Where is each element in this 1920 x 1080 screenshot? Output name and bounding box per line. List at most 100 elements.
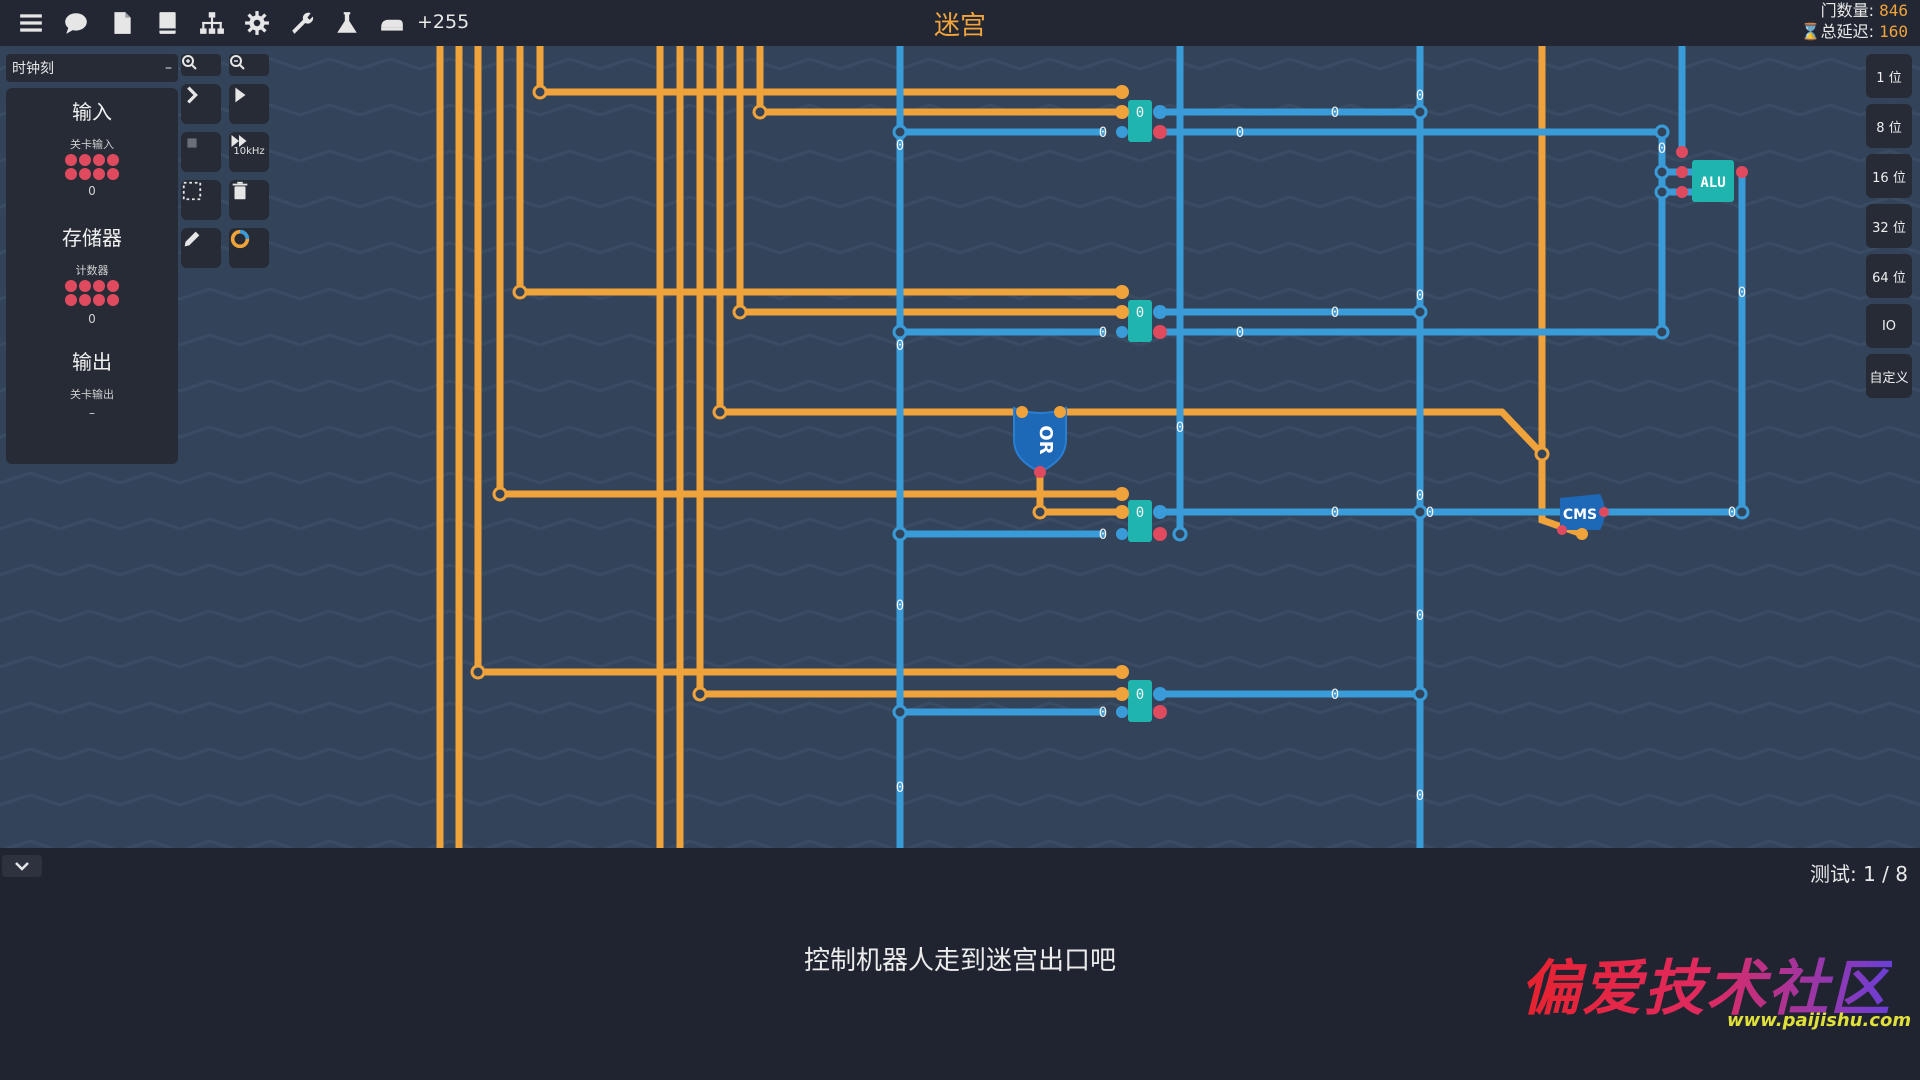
orange-wires[interactable]	[436, 46, 1586, 848]
color-wheel-icon	[230, 229, 250, 249]
clock-select[interactable]: 时钟刻 –	[6, 54, 178, 82]
zoom-out-button[interactable]	[229, 54, 269, 76]
bit-64-button[interactable]: 64 位	[1866, 254, 1912, 298]
bit-1-button[interactable]: 1 位	[1866, 54, 1912, 98]
svg-text:0: 0	[1136, 505, 1144, 521]
zoom-in-button[interactable]	[181, 54, 221, 76]
svg-text:0: 0	[896, 138, 904, 154]
svg-text:0: 0	[1728, 505, 1736, 521]
compare-label: CMS	[1563, 507, 1597, 523]
selection-icon	[182, 181, 202, 201]
collapse-icon[interactable]: –	[165, 60, 172, 76]
level-output-label: 关卡输出	[70, 388, 114, 401]
gate-count-label: 门数量:	[1820, 1, 1874, 20]
register-4	[1115, 665, 1167, 722]
step-button[interactable]	[181, 84, 221, 124]
play-button[interactable]	[229, 84, 269, 124]
watermark-url: www.paijishu.com	[1727, 1010, 1912, 1031]
register-1	[1115, 85, 1167, 142]
test-progress-value: 1 / 8	[1863, 862, 1908, 886]
component-panel: 时钟刻 – 输入 关卡输入 0 存储器 计数器 0 输出 关卡输出 –	[6, 54, 178, 464]
alu-label: ALU	[1700, 175, 1725, 191]
menu-icon[interactable]	[16, 8, 46, 38]
play-icon	[235, 87, 246, 103]
svg-text:0: 0	[1331, 305, 1339, 321]
wire-value-labels: 0 0 0 0 0 0 0 0 0 0 0 0 0 0 0 0 0 0 0 0 …	[896, 88, 1746, 804]
svg-text:0: 0	[1331, 687, 1339, 703]
clock-select-value: 时钟刻	[12, 61, 54, 77]
svg-text:0: 0	[1416, 788, 1424, 804]
stop-button[interactable]	[181, 132, 221, 172]
stop-icon	[187, 138, 197, 148]
svg-text:0: 0	[1331, 505, 1339, 521]
delete-button[interactable]	[229, 180, 269, 220]
total-delay-value: 160	[1879, 22, 1908, 41]
test-label: 测试:	[1809, 862, 1857, 886]
watermark-text: 偏爱技术社区	[1520, 940, 1892, 1027]
svg-text:0: 0	[1236, 125, 1244, 141]
hierarchy-icon[interactable]	[197, 8, 227, 38]
fast-forward-button[interactable]: 10kHz	[229, 132, 269, 172]
test-progress: 测试: 1 / 8	[1810, 858, 1908, 887]
svg-text:0: 0	[1416, 488, 1424, 504]
alu-component[interactable]: ALU	[1676, 146, 1748, 202]
pencil-icon	[184, 231, 200, 247]
pencil-button[interactable]	[181, 228, 221, 268]
svg-text:0: 0	[1236, 325, 1244, 341]
collapse-button[interactable]	[2, 855, 42, 877]
register-2	[1115, 285, 1167, 342]
bit-16-button[interactable]: 16 位	[1866, 154, 1912, 198]
color-button[interactable]	[229, 228, 269, 268]
svg-text:0: 0	[1738, 285, 1746, 301]
svg-text:0: 0	[1136, 105, 1144, 121]
register-3	[1115, 487, 1167, 542]
bed-icon[interactable]	[377, 8, 407, 38]
circuit-canvas[interactable]: OR ALU CMS 0 0 0 0 0 0 0 0 0 0 0 0	[0, 46, 1920, 848]
gear-icon[interactable]	[242, 8, 272, 38]
or-gate[interactable]: OR	[1013, 406, 1067, 478]
watermark: 偏爱技术社区 www.paijishu.com	[1520, 940, 1920, 1070]
level-output-value: –	[89, 406, 95, 420]
register-components[interactable]	[1115, 85, 1167, 722]
book-icon[interactable]	[152, 8, 182, 38]
io-button[interactable]: IO	[1866, 304, 1912, 348]
level-input-value: 0	[88, 184, 96, 198]
zoom-in-icon	[182, 55, 197, 70]
svg-text:0: 0	[1136, 687, 1144, 703]
compare-component[interactable]: CMS	[1557, 494, 1609, 540]
custom-button[interactable]: 自定义	[1866, 354, 1912, 398]
circuit-diagram[interactable]: OR ALU CMS 0 0 0 0 0 0 0 0 0 0 0 0	[0, 46, 1920, 848]
select-button[interactable]	[181, 180, 221, 220]
flask-icon[interactable]	[332, 8, 362, 38]
svg-text:0: 0	[896, 338, 904, 354]
counter-label: 计数器	[75, 264, 109, 277]
counter-chip[interactable]	[65, 280, 119, 306]
circuit-stats: 门数量:846 ⌛总延迟: 160	[1801, 0, 1908, 42]
or-gate-label: OR	[1035, 425, 1056, 454]
svg-text:0: 0	[1176, 420, 1184, 436]
total-delay-label: 总延迟:	[1820, 22, 1874, 41]
bit-32-button[interactable]: 32 位	[1866, 204, 1912, 248]
top-bar: +255 迷宫 门数量:846 ⌛总延迟:160	[0, 0, 1920, 47]
file-icon[interactable]	[107, 8, 137, 38]
wrench-icon[interactable]	[287, 8, 317, 38]
component-list: 输入 关卡输入 0 存储器 计数器 0 输出 关卡输出 –	[6, 88, 178, 464]
chat-icon[interactable]	[61, 8, 91, 38]
bit-8-button[interactable]: 8 位	[1866, 104, 1912, 148]
gate-count-row: 门数量:846	[1801, 0, 1908, 21]
trash-icon	[232, 181, 248, 200]
counter-value: 0	[88, 312, 96, 326]
svg-text:0: 0	[896, 598, 904, 614]
svg-text:0: 0	[1099, 125, 1107, 141]
output-heading: 输出	[72, 350, 112, 374]
level-message: 控制机器人走到迷宫出口吧	[803, 946, 1116, 976]
svg-text:0: 0	[896, 780, 904, 796]
zoom-out-icon	[230, 55, 245, 70]
svg-text:0: 0	[1416, 288, 1424, 304]
svg-text:0: 0	[1099, 325, 1107, 341]
hourglass-icon: ⌛	[1800, 22, 1821, 41]
chevron-down-icon	[15, 862, 29, 871]
level-input-chip[interactable]	[65, 154, 119, 180]
blue-wires[interactable]	[896, 46, 1746, 848]
score-counter: +255	[417, 11, 470, 33]
